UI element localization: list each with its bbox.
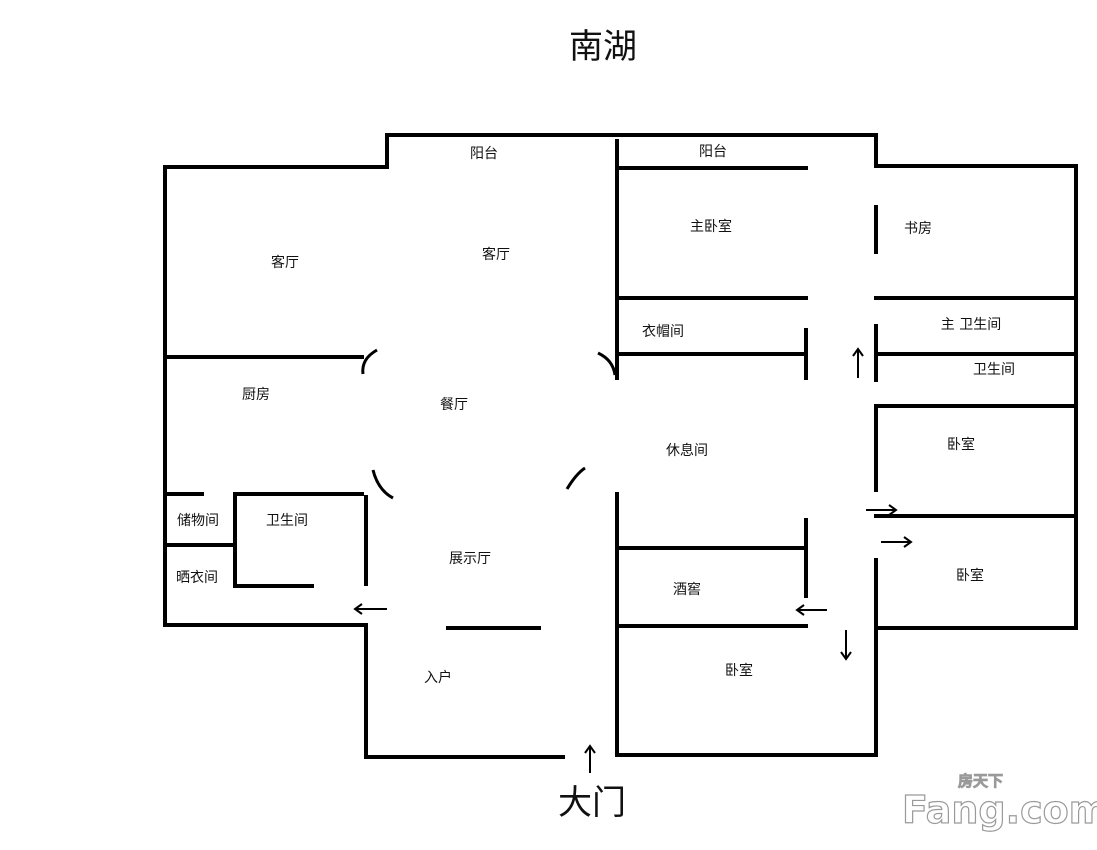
label-balcony-left: 阳台	[470, 146, 498, 162]
walls	[163, 133, 1078, 759]
arrow-right-bedroom-lower-icon	[881, 536, 913, 548]
label-master-bedroom: 主卧室	[690, 218, 732, 235]
arrow-down-bedroom-icon	[840, 630, 852, 661]
label-bathroom-right: 卫生间	[973, 362, 1015, 378]
label-bathroom-left: 卫生间	[266, 513, 308, 529]
arrow-left-drying-icon	[353, 603, 387, 615]
arrow-up-main-door-icon	[584, 744, 596, 773]
label-study: 书房	[904, 221, 932, 237]
arrow-up-hall-icon	[852, 347, 864, 378]
door-arc-exhibition	[371, 469, 394, 500]
label-dining-room: 餐厅	[440, 397, 468, 413]
label-kitchen: 厨房	[242, 387, 270, 403]
label-bedroom-lower-right: 卧室	[956, 567, 984, 584]
arrows	[353, 347, 913, 773]
door-arc-closet	[597, 351, 617, 376]
arrow-right-bedroom-upper-icon	[866, 504, 898, 516]
label-bedroom-bottom: 卧室	[725, 662, 753, 679]
label-balcony-right: 阳台	[699, 144, 727, 160]
door-arc-kitchen-top	[361, 348, 378, 375]
door-arc-lounge	[565, 466, 586, 490]
label-entrance: 入户	[424, 669, 452, 686]
label-storage-room: 储物间	[177, 513, 219, 529]
label-lounge: 休息间	[666, 442, 708, 459]
plan-title: 南湖	[569, 27, 637, 67]
room-labels: 阳台 阳台 客厅 客厅 主卧室 书房 衣帽间 主 卫生间 卫生间 厨房 餐厅 休…	[176, 144, 1015, 686]
watermark-chinese: 房天下	[958, 772, 1003, 790]
arrow-left-cellar-icon	[795, 604, 827, 616]
outer-wall-bottom-right	[615, 626, 1078, 757]
label-exhibition-hall: 展示厅	[449, 551, 491, 567]
label-wine-cellar: 酒窖	[673, 581, 701, 598]
outer-wall-left-bottom	[163, 165, 565, 759]
label-drying-room: 晒衣间	[176, 570, 218, 586]
label-bedroom-upper-right: 卧室	[947, 436, 975, 453]
main-door-label: 大门	[558, 783, 626, 823]
door-swings	[361, 348, 617, 500]
label-living-room-center: 客厅	[482, 246, 510, 263]
label-living-room-left: 客厅	[271, 254, 299, 271]
label-walk-in-closet: 衣帽间	[642, 324, 684, 340]
outer-wall-top	[163, 133, 1078, 630]
watermark-brand: Fang.com	[902, 788, 1097, 832]
label-master-bathroom: 主 卫生间	[941, 317, 1001, 333]
fang-watermark-logo: 房天下 Fang.com	[901, 772, 1097, 833]
